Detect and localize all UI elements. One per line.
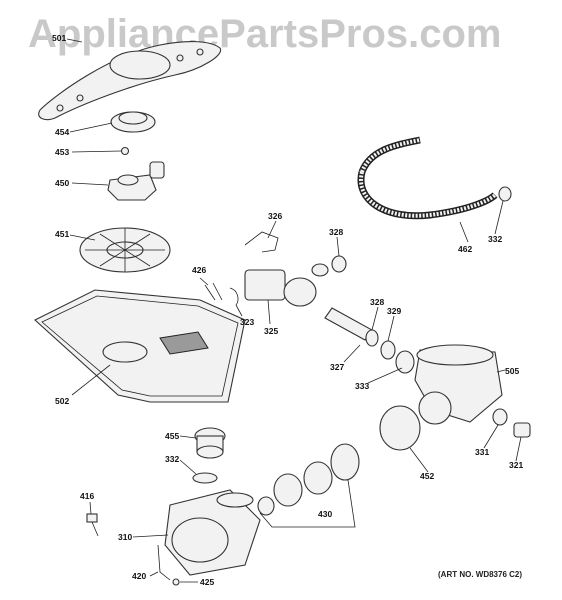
- callout-453: 453: [55, 147, 69, 157]
- grommet-328[interactable]: [331, 255, 347, 273]
- water-valve-part[interactable]: [244, 263, 329, 307]
- wire-420[interactable]: [157, 544, 171, 581]
- drain-hose-part[interactable]: [357, 136, 498, 220]
- impeller-assembly-430[interactable]: [257, 443, 360, 516]
- callout-labels: 501 454 453 450 451 502 326 328 426 323 …: [52, 33, 523, 587]
- sump-tray-part[interactable]: [34, 289, 246, 403]
- callout-430: 430: [318, 509, 332, 519]
- pump-cap-455[interactable]: [194, 427, 226, 459]
- bracket-326[interactable]: [244, 231, 279, 253]
- clamp-332-lower[interactable]: [192, 472, 218, 484]
- callout-332-bottom: 332: [165, 454, 179, 464]
- spray-arm-mount-part[interactable]: [110, 111, 156, 133]
- clamp-331[interactable]: [492, 408, 508, 426]
- leader-lines: [66, 38, 522, 583]
- callout-325: 325: [264, 326, 278, 336]
- filter-assembly-part[interactable]: [79, 227, 171, 273]
- callout-426: 426: [192, 265, 206, 275]
- pump-motor-part[interactable]: [164, 489, 261, 576]
- screws-426[interactable]: [204, 282, 223, 301]
- callout-333: 333: [355, 381, 369, 391]
- o-ring-453[interactable]: [120, 146, 130, 156]
- callout-310: 310: [118, 532, 132, 542]
- callout-332-top: 332: [488, 234, 502, 244]
- sump-housing-part[interactable]: [414, 344, 503, 425]
- callout-502: 502: [55, 396, 69, 406]
- callout-450: 450: [55, 178, 69, 188]
- callout-327: 327: [330, 362, 344, 372]
- clip-323[interactable]: [229, 287, 239, 306]
- callout-326: 326: [268, 211, 282, 221]
- callout-505: 505: [505, 366, 519, 376]
- callout-321: 321: [509, 460, 523, 470]
- callout-452: 452: [420, 471, 434, 481]
- spray-arm-part[interactable]: [38, 41, 222, 121]
- callout-416: 416: [80, 491, 94, 501]
- callout-425: 425: [200, 577, 214, 587]
- callout-462: 462: [458, 244, 472, 254]
- callout-501: 501: [52, 33, 66, 43]
- callout-420: 420: [132, 571, 146, 581]
- callout-323: 323: [240, 317, 254, 327]
- callout-328-top: 328: [329, 227, 343, 237]
- hose-clamp-332[interactable]: [498, 186, 512, 202]
- fitting-321[interactable]: [513, 422, 531, 438]
- spray-hub-part[interactable]: [107, 161, 165, 201]
- callout-455: 455: [165, 431, 179, 441]
- callout-328: 328: [370, 297, 384, 307]
- callout-331: 331: [475, 447, 489, 457]
- grommet-425[interactable]: [172, 578, 180, 586]
- callout-451: 451: [55, 229, 69, 239]
- art-number: (ART NO. WD8376 C2): [438, 570, 523, 579]
- bolt-416[interactable]: [86, 513, 99, 537]
- callout-454: 454: [55, 127, 69, 137]
- callout-329: 329: [387, 306, 401, 316]
- clamp-452[interactable]: [379, 405, 421, 451]
